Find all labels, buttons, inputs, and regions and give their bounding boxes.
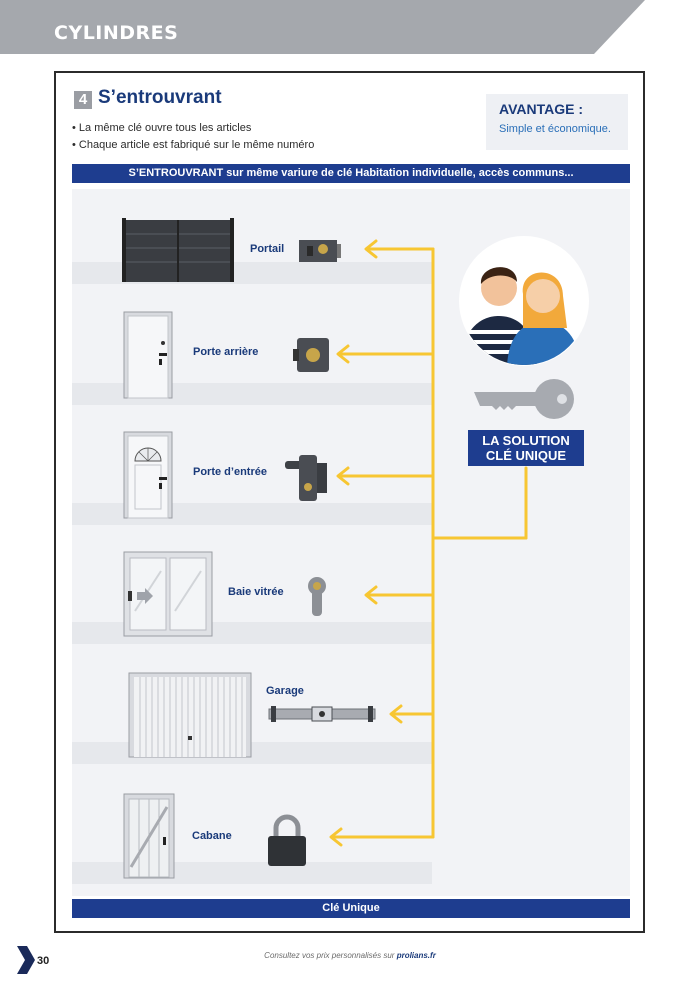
feature-item: La même clé ouvre tous les articles [72, 120, 314, 137]
section-title: S’entrouvrant [98, 87, 222, 108]
feature-item: Chaque article est fabriqué sur le même … [72, 137, 314, 154]
item-label-porte-entree: Porte d’entrée [193, 466, 267, 478]
content-frame [54, 71, 645, 933]
item-label-cabane: Cabane [192, 830, 232, 842]
section-number: 4 [74, 91, 92, 109]
front-door-icon [123, 431, 173, 519]
garage-lock-bar-icon [268, 706, 376, 722]
header-bar [0, 0, 645, 54]
footer-note-text: Consultez vos prix personnalisés sur [264, 951, 397, 960]
back-door-icon [123, 311, 173, 399]
solution-line1: LA SOLUTION [482, 433, 570, 448]
rim-lock-icon [299, 240, 341, 262]
key-icon [474, 379, 574, 419]
padlock-icon [268, 814, 306, 866]
item-label-garage: Garage [266, 685, 304, 697]
bottom-banner: Clé Unique [72, 899, 630, 918]
page-header-title: CYLINDRES [54, 22, 179, 44]
garage-door-icon [128, 672, 252, 758]
gate-icon [122, 218, 234, 282]
item-label-baie-vitree: Baie vitrée [228, 586, 284, 598]
people-illustration-icon [459, 236, 589, 366]
euro-cylinder-icon [308, 577, 326, 616]
solution-badge: LA SOLUTION CLÉ UNIQUE [468, 430, 584, 466]
top-banner: S’ENTROUVRANT sur même variure de clé Ha… [72, 164, 630, 183]
page-number: 30 [37, 955, 50, 967]
page-chevron-icon [17, 946, 35, 974]
footer-note: Consultez vos prix personnalisés sur pro… [0, 951, 700, 960]
advantage-box: AVANTAGE : Simple et économique. [486, 94, 628, 150]
lever-lock-icon [285, 455, 327, 501]
advantage-text: Simple et économique. [499, 123, 611, 135]
advantage-title: AVANTAGE : [499, 101, 583, 117]
feature-list: La même clé ouvre tous les articles Chaq… [72, 120, 314, 154]
solution-line2: CLÉ UNIQUE [485, 448, 567, 463]
item-label-porte-arriere: Porte arrière [193, 346, 259, 358]
box-lock-icon [293, 338, 329, 372]
sliding-window-icon [123, 551, 213, 637]
item-label-portail: Portail [250, 243, 285, 255]
footer-site-link[interactable]: prolians.fr [396, 951, 436, 960]
shed-door-icon [123, 793, 175, 879]
